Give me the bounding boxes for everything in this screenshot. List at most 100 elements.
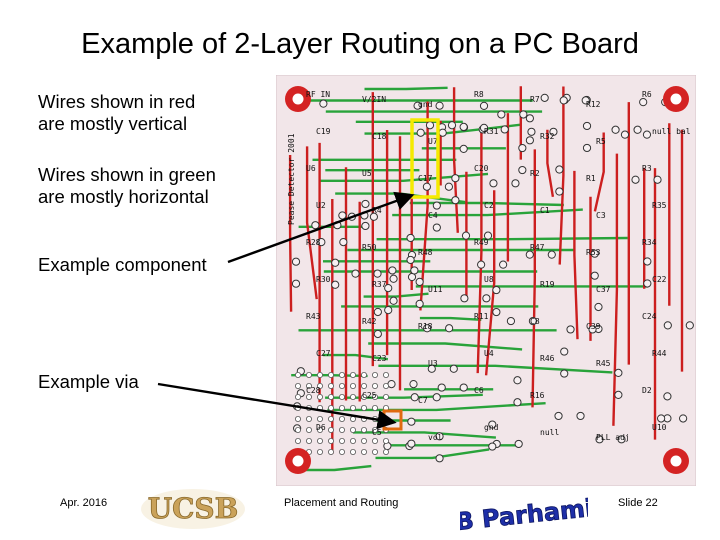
perfboard-hole (350, 448, 357, 455)
board-silkscreen-label: C19 (316, 127, 331, 136)
component-pad (581, 96, 590, 105)
mounting-hole (670, 455, 682, 467)
perfboard-hole (339, 415, 346, 422)
component-pad (653, 175, 662, 184)
board-silkscreen-label: R18 (418, 322, 433, 331)
perfboard-hole (317, 426, 324, 433)
note-red-wires: Wires shown in red are mostly vertical (38, 91, 195, 135)
board-silkscreen-label: PLL adj (596, 433, 630, 442)
component-pad (590, 249, 599, 258)
mounting-hole (292, 93, 304, 105)
board-silkscreen-label: U6 (306, 164, 316, 173)
perfboard-hole (328, 448, 335, 455)
component-pad (590, 271, 599, 280)
component-pad (617, 435, 626, 444)
perfboard-hole (339, 393, 346, 400)
board-silkscreen-label: R32 (540, 132, 555, 141)
board-silkscreen-label: C8 (530, 317, 540, 326)
perfboard-hole (339, 371, 346, 378)
component-pad (422, 182, 432, 191)
component-pad (291, 279, 301, 288)
ucsb-logo: UCSB (141, 489, 245, 529)
board-silkscreen-label: R46 (540, 354, 555, 363)
perfboard-hole (383, 448, 390, 455)
red-trace (476, 130, 483, 374)
board-silkscreen-label: vol (428, 433, 443, 442)
component-pad (525, 114, 534, 123)
board-silkscreen-label: R19 (540, 280, 555, 289)
perfboard-hole (328, 382, 335, 389)
component-pad (631, 175, 640, 184)
perfboard-hole (328, 426, 335, 433)
component-pad (432, 223, 441, 232)
perfboard-hole (372, 448, 379, 455)
perfboard-hole (328, 404, 335, 411)
board-silkscreen-label: U4 (484, 349, 494, 358)
component-pad (657, 414, 666, 423)
board-silkscreen-label: R49 (474, 238, 489, 247)
perfboard-hole (317, 404, 324, 411)
component-pad (614, 368, 623, 377)
component-pad (518, 143, 527, 153)
perfboard-hole (361, 437, 368, 444)
component-pad (406, 233, 415, 243)
component-pad (427, 364, 436, 373)
component-pad (528, 316, 538, 326)
perfboard-hole (361, 426, 368, 433)
component-pad (415, 277, 424, 286)
board-silkscreen-label: C1 (540, 206, 550, 215)
component-pad (437, 383, 446, 392)
note-via: Example via (38, 371, 139, 392)
component-pad (360, 211, 369, 220)
board-silkscreen-label: R47 (530, 243, 545, 252)
board-silkscreen-label: C5 (372, 428, 382, 437)
board-silkscreen-label: R35 (652, 201, 667, 210)
perfboard-hole (350, 437, 357, 444)
board-silkscreen-label: R43 (306, 312, 321, 321)
perfboard-hole (350, 426, 357, 433)
green-trace (297, 464, 372, 472)
perfboard-hole (372, 382, 379, 389)
board-silkscreen-label: R8 (474, 90, 484, 99)
perfboard-hole (383, 437, 390, 444)
board-silkscreen-label: U10 (652, 423, 667, 432)
board-silkscreen-label: C23 (372, 354, 387, 363)
component-pad (459, 383, 468, 392)
component-pad (477, 260, 486, 269)
board-silkscreen-label: D6 (316, 423, 326, 432)
perfboard-hole (294, 371, 301, 378)
component-pad (361, 199, 370, 209)
component-pad (435, 454, 444, 463)
component-pad (435, 101, 444, 110)
perfboard-hole (305, 393, 312, 400)
component-pad (513, 376, 522, 385)
board-silkscreen-label: R2 (530, 169, 540, 178)
perfboard-hole (305, 404, 312, 411)
component-pad (643, 279, 652, 288)
board-silkscreen-label: R53 (586, 248, 601, 257)
component-pad (410, 266, 419, 275)
component-pad (611, 125, 620, 134)
red-trace (452, 87, 459, 233)
board-silkscreen-label: C20 (474, 164, 489, 173)
board-silkscreen-label: R5 (596, 137, 606, 146)
component-pad (447, 121, 457, 130)
board-silkscreen-label: R42 (362, 317, 377, 326)
board-silkscreen-label: R44 (652, 349, 667, 358)
board-silkscreen-label: R28 (306, 238, 321, 247)
component-pad (451, 174, 460, 183)
signature-text: B Parhami (460, 494, 588, 536)
component-pad (445, 324, 454, 333)
component-pad (415, 299, 424, 308)
board-silkscreen-label: R31 (484, 127, 499, 136)
signature-image: B Parhami (460, 493, 588, 536)
slide-title: Example of 2-Layer Routing on a PC Board (81, 28, 639, 60)
footer-center: Placement and Routing (284, 497, 399, 509)
component-pad (482, 294, 491, 303)
component-pad (459, 144, 468, 153)
component-pad (460, 294, 469, 303)
board-silkscreen-label: C3 (596, 211, 606, 220)
component-pad (432, 393, 441, 402)
component-pad (492, 285, 501, 295)
perfboard-hole (294, 382, 301, 389)
